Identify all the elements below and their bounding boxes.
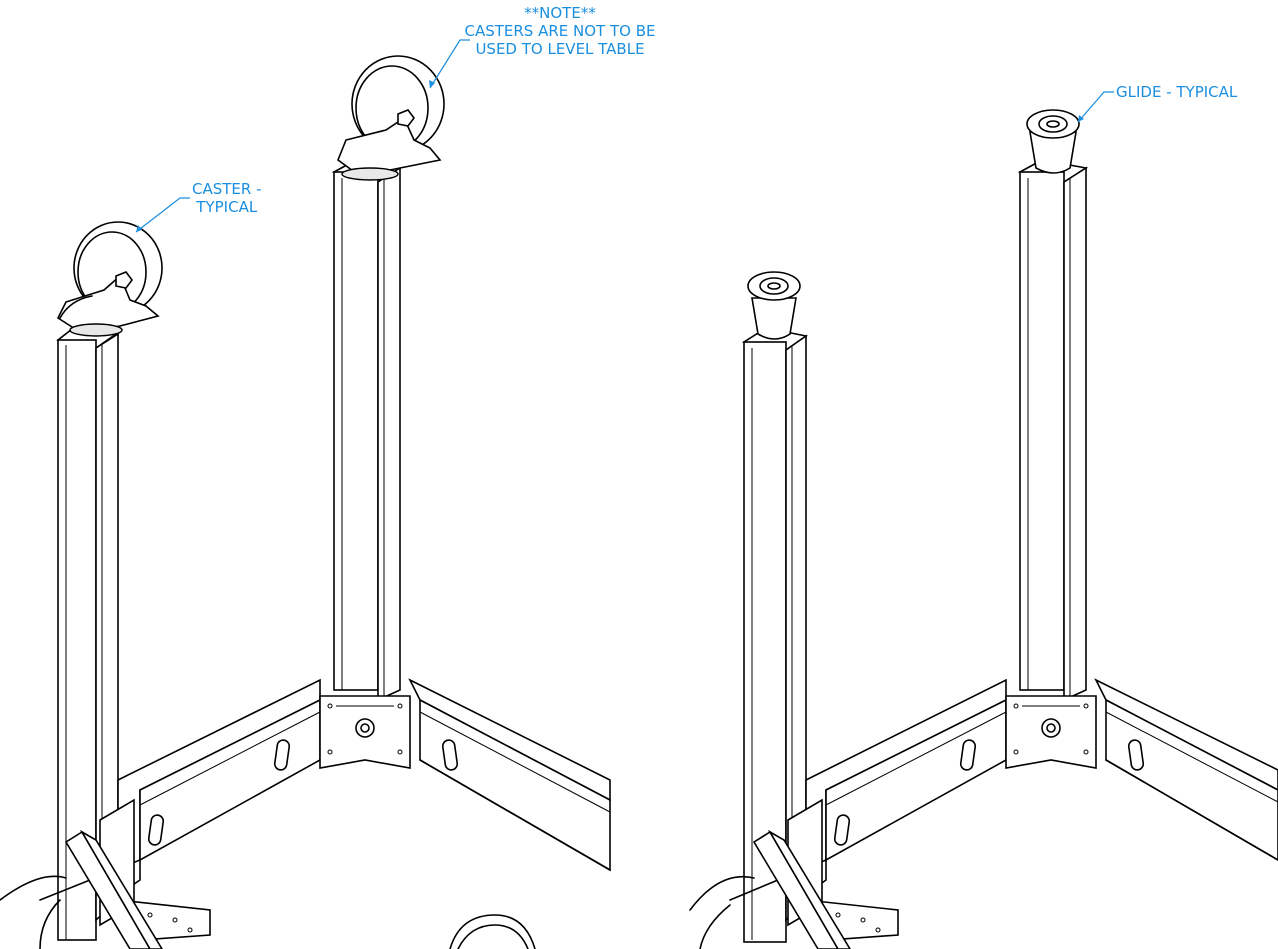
glide-label: GLIDE - TYPICAL	[1116, 83, 1238, 101]
right-rear-leg	[1017, 159, 1089, 702]
glide-front	[747, 271, 801, 340]
caster-assembly-left	[0, 55, 611, 949]
caster-callout: CASTER - TYPICAL	[192, 180, 262, 216]
note-text-line1: CASTERS ARE NOT TO BE	[464, 22, 656, 40]
caster-partial-bottom	[449, 914, 536, 949]
caster-label-line1: CASTER -	[192, 180, 262, 198]
apron-rails-right	[729, 678, 1278, 901]
corner-bracket-rear-right	[1005, 695, 1097, 769]
caster-left	[56, 221, 163, 337]
caster-rear	[337, 55, 445, 181]
corner-bracket-rear	[319, 695, 411, 769]
glide-leader	[1077, 91, 1114, 123]
caster-label-line2: TYPICAL	[196, 198, 258, 216]
front-corner-post-right	[689, 829, 851, 949]
caster-leader	[135, 197, 190, 233]
note-leader	[429, 39, 470, 89]
front-corner-post	[0, 829, 163, 949]
glide-assembly-right	[689, 109, 1278, 949]
note-text-line2: USED TO LEVEL TABLE	[475, 40, 645, 58]
left-front-leg	[56, 325, 119, 941]
glide-rear	[1026, 109, 1080, 174]
callout-leaders	[135, 39, 1114, 233]
glide-callout: GLIDE - TYPICAL	[1116, 83, 1237, 101]
note-title: **NOTE**	[524, 4, 596, 22]
note-callout: **NOTE** CASTERS ARE NOT TO BE USED TO L…	[442, 4, 678, 58]
left-rear-leg	[331, 159, 403, 702]
